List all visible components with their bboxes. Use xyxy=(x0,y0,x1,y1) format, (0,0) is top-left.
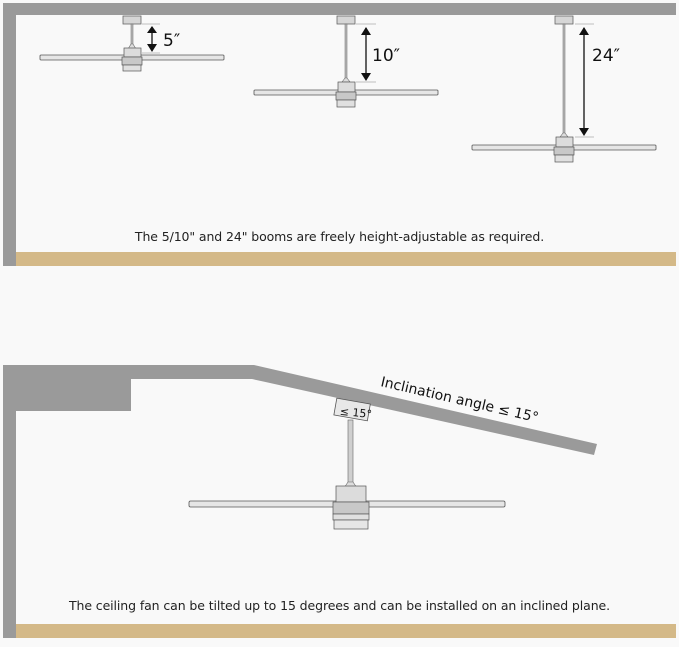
left-wall xyxy=(3,3,16,266)
sloped-ceiling xyxy=(3,365,597,638)
fan-5in xyxy=(39,15,225,72)
ceiling xyxy=(3,3,676,15)
incline-caption: The ceiling fan can be tilted up to 15 d… xyxy=(68,598,610,613)
boom-caption: The 5/10" and 24" booms are freely heigh… xyxy=(134,229,545,244)
fan-drawings: 5″ 10″ xyxy=(39,15,657,163)
boom-length-panel: 5″ 10″ xyxy=(0,0,679,270)
boom-label-24: 24″ xyxy=(592,46,620,66)
boom-label-5: 5″ xyxy=(163,31,180,51)
boom-label-10: 10″ xyxy=(372,46,400,66)
tilted-mount xyxy=(333,397,371,422)
fan-24in xyxy=(471,15,657,163)
floor xyxy=(16,252,676,266)
floor-bottom xyxy=(16,624,676,638)
mount-angle-label: ≤ 15° xyxy=(339,405,372,421)
fan-10in xyxy=(253,15,439,108)
incline-label: Inclination angle ≤ 15° xyxy=(379,374,540,426)
